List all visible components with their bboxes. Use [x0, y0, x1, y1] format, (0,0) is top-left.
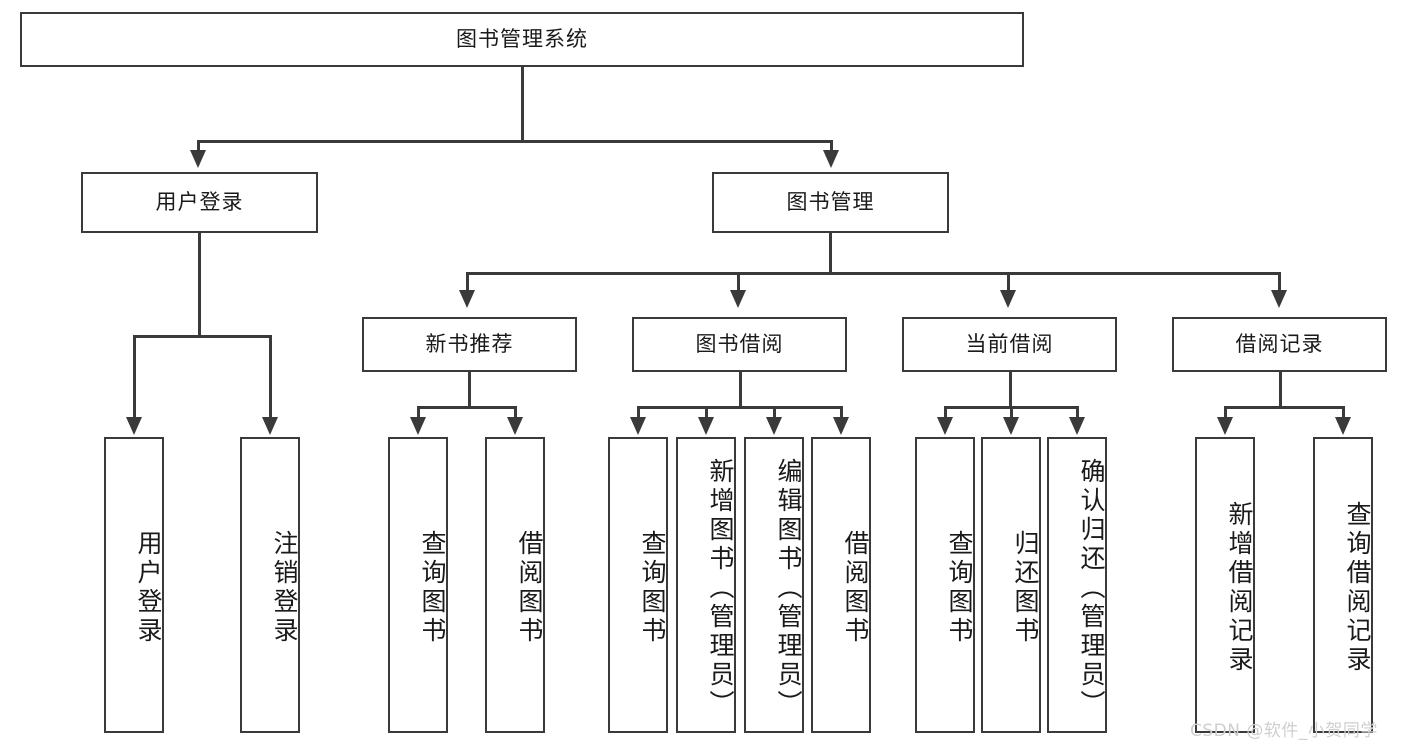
- arrow-to-leaf-return-book: [1003, 417, 1019, 435]
- node-label: 当前借阅: [965, 331, 1054, 356]
- connector-br-drop-1: [1224, 406, 1227, 419]
- connector-cb-stem: [1009, 372, 1012, 408]
- node-book-management[interactable]: 图书管理: [712, 172, 949, 233]
- node-leaf-user-logout[interactable]: 注销登录: [240, 437, 300, 733]
- arrow-to-leaf-query-book-3: [937, 417, 953, 435]
- node-label: 借阅记录: [1235, 331, 1324, 356]
- node-leaf-confirm-return[interactable]: 确认归还（管理员）: [1047, 437, 1107, 733]
- connector-nbr-bus: [417, 406, 517, 409]
- arrow-to-leaf-user-login: [126, 417, 142, 435]
- arrow-to-borrow-record: [1271, 290, 1287, 308]
- node-leaf-add-book[interactable]: 新增图书（管理员）: [676, 437, 736, 733]
- connector-bm-drop-2: [737, 272, 740, 292]
- connector-user-login-bus: [133, 335, 271, 338]
- node-leaf-user-login[interactable]: 用户登录: [104, 437, 164, 733]
- connector-root-drop-left: [197, 140, 200, 152]
- connector-root-drop-right: [830, 140, 833, 152]
- arrow-to-leaf-borrow-book-1: [507, 417, 523, 435]
- connector-bb-drop-4: [840, 406, 843, 419]
- connector-bm-drop-4: [1278, 272, 1281, 292]
- node-label: 借阅图书: [515, 530, 544, 646]
- node-current-borrow[interactable]: 当前借阅: [902, 317, 1117, 372]
- arrow-to-leaf-query-book-1: [410, 417, 426, 435]
- arrow-to-leaf-confirm-return: [1069, 417, 1085, 435]
- connector-book-management-bus: [466, 272, 1280, 275]
- arrow-to-leaf-query-record: [1335, 417, 1351, 435]
- arrow-to-leaf-user-logout: [262, 417, 278, 435]
- arrow-to-leaf-edit-book: [766, 417, 782, 435]
- node-label: 查询图书: [418, 530, 447, 646]
- connector-bb-bus: [637, 406, 843, 409]
- arrow-to-book-management: [823, 150, 839, 168]
- node-label: 图书借阅: [695, 331, 784, 356]
- connector-nbr-stem: [468, 372, 471, 408]
- connector-cb-drop-3: [1076, 406, 1079, 419]
- arrow-to-leaf-query-book-2: [630, 417, 646, 435]
- node-label: 用户登录: [155, 189, 244, 214]
- connector-user-login-stem: [198, 233, 201, 337]
- node-leaf-edit-book[interactable]: 编辑图书（管理员）: [744, 437, 804, 733]
- node-label: 借阅图书: [841, 530, 870, 646]
- arrow-to-leaf-add-book: [698, 417, 714, 435]
- node-label: 编辑图书（管理员）: [774, 457, 803, 719]
- node-leaf-query-record[interactable]: 查询借阅记录: [1313, 437, 1373, 733]
- node-book-borrow[interactable]: 图书借阅: [632, 317, 847, 372]
- connector-bb-drop-2: [705, 406, 708, 419]
- connector-nbr-drop-2: [514, 406, 517, 419]
- node-leaf-query-book-2[interactable]: 查询图书: [608, 437, 668, 733]
- arrow-to-new-book-recommend: [459, 290, 475, 308]
- node-user-login[interactable]: 用户登录: [81, 172, 318, 233]
- node-label: 图书管理系统: [456, 26, 588, 51]
- node-label: 查询借阅记录: [1343, 501, 1372, 675]
- connector-nbr-drop-1: [417, 406, 420, 419]
- node-label: 图书管理: [786, 189, 875, 214]
- connector-user-login-drop-2: [269, 335, 272, 419]
- node-label: 注销登录: [270, 530, 299, 646]
- connector-bm-drop-3: [1007, 272, 1010, 292]
- node-book-management-system[interactable]: 图书管理系统: [20, 12, 1024, 67]
- node-label: 用户登录: [134, 530, 163, 646]
- node-leaf-query-book-1[interactable]: 查询图书: [388, 437, 448, 733]
- node-label: 归还图书: [1011, 530, 1040, 646]
- connector-cb-drop-1: [944, 406, 947, 419]
- node-leaf-return-book[interactable]: 归还图书: [981, 437, 1041, 733]
- node-leaf-add-record[interactable]: 新增借阅记录: [1195, 437, 1255, 733]
- connector-br-stem: [1279, 372, 1282, 408]
- node-label: 新增借阅记录: [1225, 501, 1254, 675]
- connector-bb-stem: [739, 372, 742, 408]
- connector-cb-drop-2: [1010, 406, 1013, 419]
- arrow-to-leaf-add-record: [1217, 417, 1233, 435]
- arrow-to-current-borrow: [1000, 290, 1016, 308]
- arrow-to-book-borrow: [730, 290, 746, 308]
- connector-bm-drop-1: [466, 272, 469, 292]
- node-leaf-borrow-book-2[interactable]: 借阅图书: [811, 437, 871, 733]
- node-label: 新增图书（管理员）: [706, 457, 735, 719]
- node-label: 新书推荐: [425, 331, 514, 356]
- connector-user-login-drop-1: [133, 335, 136, 419]
- connector-root-bus: [197, 140, 831, 143]
- connector-root-stem: [521, 67, 524, 142]
- node-borrow-record[interactable]: 借阅记录: [1172, 317, 1387, 372]
- node-label: 确认归还（管理员）: [1077, 457, 1106, 719]
- node-label: 查询图书: [945, 530, 974, 646]
- node-leaf-borrow-book-1[interactable]: 借阅图书: [485, 437, 545, 733]
- connector-bb-drop-1: [637, 406, 640, 419]
- node-new-book-recommend[interactable]: 新书推荐: [362, 317, 577, 372]
- node-label: 查询图书: [638, 530, 667, 646]
- connector-br-bus: [1224, 406, 1345, 409]
- node-leaf-query-book-3[interactable]: 查询图书: [915, 437, 975, 733]
- arrow-to-user-login: [190, 150, 206, 168]
- connector-br-drop-2: [1342, 406, 1345, 419]
- connector-bb-drop-3: [773, 406, 776, 419]
- arrow-to-leaf-borrow-book-2: [833, 417, 849, 435]
- connector-book-management-stem: [829, 233, 832, 274]
